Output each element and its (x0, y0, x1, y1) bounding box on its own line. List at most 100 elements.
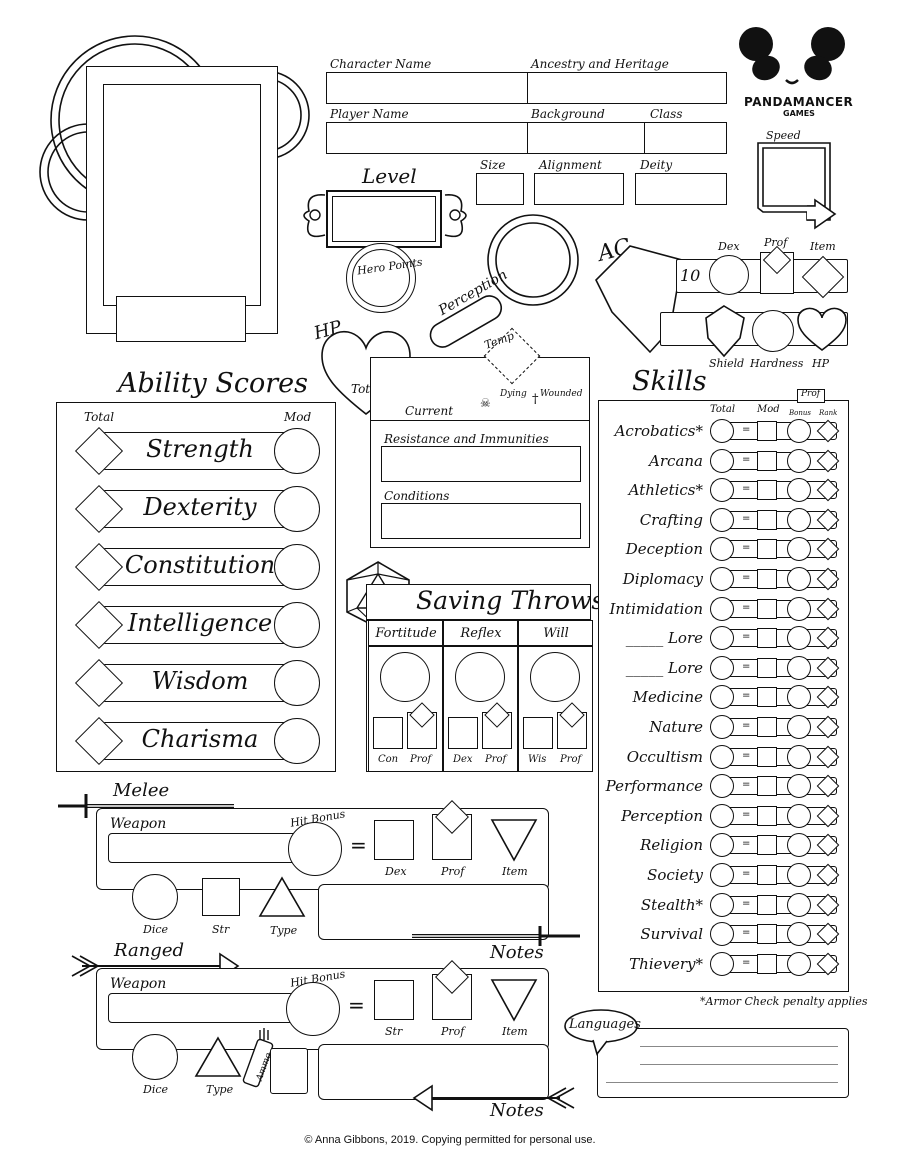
skill-16-prof-bonus[interactable] (787, 892, 811, 917)
class-field[interactable] (644, 122, 727, 154)
save-header-will (518, 620, 593, 646)
ranged-weapon-field[interactable] (108, 993, 294, 1023)
skill-15-mod[interactable] (757, 865, 777, 885)
ability-mod-constitution[interactable] (274, 544, 320, 590)
skill-7-prof-bonus[interactable] (787, 626, 811, 651)
skill-9-total[interactable] (710, 685, 734, 710)
skill-4-mod[interactable] (757, 539, 777, 560)
skill-18-prof-bonus[interactable] (787, 951, 811, 976)
skill-9-mod[interactable] (757, 687, 777, 708)
skill-15-prof-bonus[interactable] (787, 863, 811, 887)
melee-weapon-field[interactable] (108, 833, 304, 863)
alignment-field[interactable] (534, 173, 624, 205)
melee-hit-bonus-field[interactable] (288, 822, 342, 876)
save-ability-fortitude[interactable] (373, 717, 403, 749)
ammo-field[interactable] (270, 1048, 308, 1094)
skill-1-mod[interactable] (757, 450, 777, 471)
melee-notes-field[interactable] (318, 884, 549, 940)
skill-17-prof-bonus[interactable] (787, 922, 811, 947)
melee-dice-field[interactable] (132, 874, 178, 920)
skill-3-mod[interactable] (757, 509, 777, 530)
size-field[interactable] (476, 173, 524, 205)
ancestry-heritage-field[interactable] (527, 72, 727, 104)
skill-5-prof-bonus[interactable] (787, 567, 811, 591)
resistances-field[interactable] (381, 446, 581, 482)
skill-7-total[interactable] (710, 626, 734, 651)
skill-13-prof-bonus[interactable] (787, 803, 811, 828)
skill-6-mod[interactable] (757, 598, 777, 619)
skill-1-prof-bonus[interactable] (787, 448, 811, 473)
hp-current-field[interactable] (370, 357, 590, 421)
skill-2-mod[interactable] (757, 480, 777, 501)
skill-3-prof-bonus[interactable] (787, 507, 811, 532)
skill-4-name: Deception (625, 540, 703, 559)
conditions-field[interactable] (381, 503, 581, 539)
skill-6-prof-bonus[interactable] (787, 596, 811, 621)
ability-mod-dexterity[interactable] (274, 486, 320, 532)
hardness-field[interactable] (752, 310, 794, 352)
save-ability-will[interactable] (523, 717, 553, 749)
skill-3-total[interactable] (710, 507, 734, 532)
skill-17-mod[interactable] (757, 924, 777, 945)
ability-mod-intelligence[interactable] (274, 602, 320, 648)
skill-10-total[interactable] (710, 715, 734, 739)
skill-9-prof-bonus[interactable] (787, 685, 811, 710)
player-name-field[interactable] (326, 122, 528, 154)
skill-5-total[interactable] (710, 567, 734, 591)
save-total-reflex[interactable] (455, 652, 505, 702)
skill-11-equals: = (742, 749, 751, 761)
skill-7-mod[interactable] (757, 628, 777, 649)
skill-11-mod[interactable] (757, 746, 777, 767)
ability-mod-charisma[interactable] (274, 718, 320, 764)
skill-12-prof-bonus[interactable] (787, 774, 811, 799)
ranged-notes-field[interactable] (318, 1044, 549, 1100)
skill-10-mod[interactable] (757, 717, 777, 737)
deity-field[interactable] (635, 173, 727, 205)
save-total-will[interactable] (530, 652, 580, 702)
skill-12-mod[interactable] (757, 776, 777, 797)
skill-5-mod[interactable] (757, 569, 777, 589)
skill-15-total[interactable] (710, 863, 734, 887)
skill-4-prof-bonus[interactable] (787, 537, 811, 562)
background-field[interactable] (527, 122, 645, 154)
skill-12-total[interactable] (710, 774, 734, 799)
skill-8-total[interactable] (710, 655, 734, 680)
skill-10-prof-bonus[interactable] (787, 715, 811, 739)
skill-16-total[interactable] (710, 892, 734, 917)
skill-16-mod[interactable] (757, 894, 777, 915)
skill-17-total[interactable] (710, 922, 734, 947)
melee-str-field[interactable] (202, 878, 240, 916)
character-name-field[interactable] (326, 72, 528, 104)
skill-2-prof-bonus[interactable] (787, 478, 811, 503)
skill-8-mod[interactable] (757, 657, 777, 678)
skill-11-total[interactable] (710, 744, 734, 769)
skill-18-total[interactable] (710, 951, 734, 976)
class-label: Class (650, 107, 683, 121)
skill-6-total[interactable] (710, 596, 734, 621)
skill-1-total[interactable] (710, 448, 734, 473)
skill-14-prof-bonus[interactable] (787, 833, 811, 858)
save-total-fortitude[interactable] (380, 652, 430, 702)
skill-18-mod[interactable] (757, 953, 777, 974)
languages-field[interactable] (597, 1028, 849, 1098)
ac-dex-field[interactable] (709, 255, 749, 295)
skill-0-total[interactable] (710, 419, 734, 443)
skill-11-prof-bonus[interactable] (787, 744, 811, 769)
skill-4-total[interactable] (710, 537, 734, 562)
ranged-dice-field[interactable] (132, 1034, 178, 1080)
skill-14-mod[interactable] (757, 835, 777, 856)
ranged-hit-bonus-field[interactable] (286, 982, 340, 1036)
skill-2-total[interactable] (710, 478, 734, 503)
ability-mod-wisdom[interactable] (274, 660, 320, 706)
melee-dex-field[interactable] (374, 820, 414, 860)
ability-mod-strength[interactable] (274, 428, 320, 474)
skill-0-mod[interactable] (757, 421, 777, 441)
portrait-image-area[interactable] (103, 84, 261, 306)
ranged-str-field[interactable] (374, 980, 414, 1020)
skill-14-total[interactable] (710, 833, 734, 858)
skill-13-mod[interactable] (757, 805, 777, 826)
skill-13-total[interactable] (710, 803, 734, 828)
skill-0-prof-bonus[interactable] (787, 419, 811, 443)
save-ability-reflex[interactable] (448, 717, 478, 749)
skill-8-prof-bonus[interactable] (787, 655, 811, 680)
